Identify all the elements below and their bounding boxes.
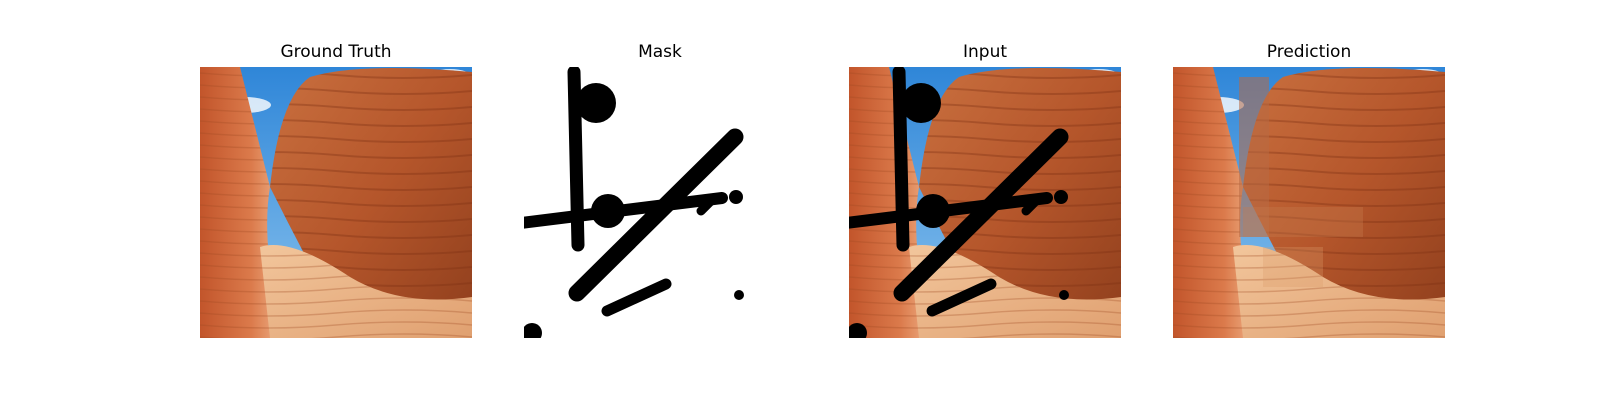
panel-title: Input: [962, 42, 1008, 62]
prediction-image: [1173, 67, 1445, 338]
input-image: [849, 67, 1121, 338]
ground-truth-image: [200, 67, 472, 338]
mask-image: [524, 67, 796, 338]
panel-title: Ground Truth: [280, 42, 392, 62]
panel-title: Mask: [638, 42, 682, 62]
panel-title: Prediction: [1266, 42, 1352, 62]
